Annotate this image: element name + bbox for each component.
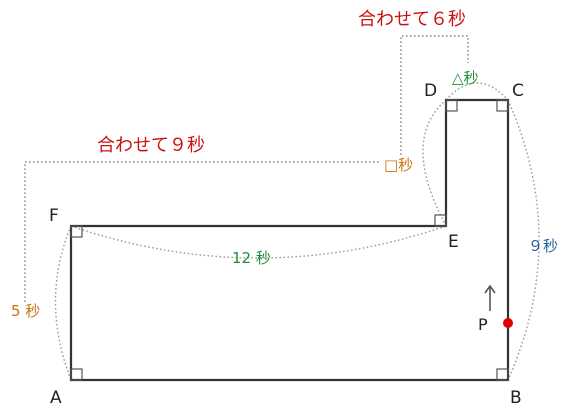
right-angle-b bbox=[496, 368, 509, 381]
guide-total-left bbox=[24, 161, 381, 302]
vertex-label-f: F bbox=[49, 206, 59, 226]
guide-total-top bbox=[400, 35, 469, 155]
right-angle-a bbox=[70, 368, 83, 381]
de-time-label: □秒 bbox=[384, 156, 413, 174]
arc-dc bbox=[445, 82, 509, 101]
point-p-label: P bbox=[478, 315, 488, 334]
vertex-label-c: C bbox=[512, 81, 524, 101]
arc-cb bbox=[507, 99, 540, 381]
vertex-label-b: B bbox=[510, 388, 522, 408]
af-time-label: 5 秒 bbox=[11, 302, 40, 320]
vertex-label-a: A bbox=[50, 388, 62, 408]
vertex-label-d: D bbox=[424, 81, 437, 101]
fe-time-label: 12 秒 bbox=[232, 249, 271, 267]
right-angle-c bbox=[496, 99, 509, 112]
vertex-label-e: E bbox=[448, 232, 459, 252]
point-p bbox=[503, 318, 513, 328]
total-left-label: 合わせて９秒 bbox=[97, 135, 205, 156]
up-arrow-head-icon bbox=[484, 284, 496, 294]
right-angle-d bbox=[445, 99, 458, 112]
right-angle-f bbox=[70, 225, 83, 238]
bc-time-label: ９秒 bbox=[528, 237, 558, 255]
arc-af bbox=[54, 225, 72, 381]
dc-time-label: △秒 bbox=[452, 69, 479, 87]
right-angle-e bbox=[434, 214, 447, 227]
total-top-label: 合わせて６秒 bbox=[358, 9, 466, 30]
arc-ed bbox=[422, 99, 447, 227]
